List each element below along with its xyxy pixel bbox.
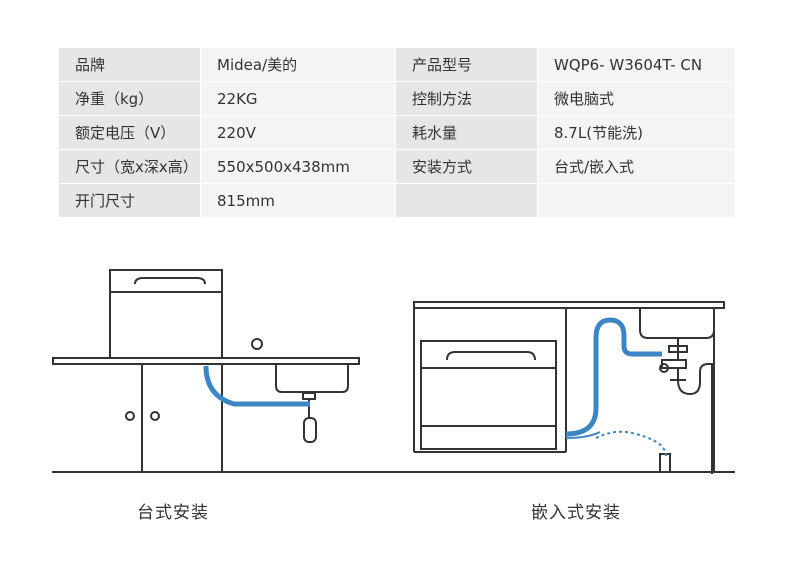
builtin-counter	[413, 301, 725, 309]
spec-label: 品牌	[59, 48, 200, 81]
caption-builtin: 嵌入式安装	[531, 503, 621, 523]
inlet-hose	[595, 430, 667, 457]
spec-label: 耗水量	[395, 116, 537, 149]
spec-label: 产品型号	[395, 48, 537, 81]
p-trap	[677, 363, 713, 474]
dishwasher-handle-builtin	[446, 351, 536, 361]
drain-hose-builtin	[565, 317, 662, 437]
spec-label: 额定电压（V）	[59, 116, 200, 149]
builtin-scene	[413, 301, 725, 474]
drain-hose-countertop	[203, 365, 310, 407]
spec-label: 安装方式	[395, 150, 537, 183]
faucet-knob	[251, 338, 263, 350]
spec-value: 220V	[200, 116, 395, 149]
spec-label: 净重（kg）	[59, 82, 200, 115]
spec-value	[537, 184, 735, 217]
sink-basin	[275, 364, 349, 393]
spec-label: 尺寸（宽x深x高）	[59, 150, 200, 183]
builtin-sink	[639, 308, 715, 339]
spec-value: 微电脑式	[537, 82, 735, 115]
spec-label	[395, 184, 537, 217]
spec-value: 8.7L(节能洗)	[537, 116, 735, 149]
spec-label: 控制方法	[395, 82, 537, 115]
spec-value: Midea/美的	[200, 48, 395, 81]
drain-trap	[303, 417, 317, 443]
spec-value: WQP6- W3604T- CN	[537, 48, 735, 81]
spec-value: 台式/嵌入式	[537, 150, 735, 183]
spec-value: 550x500x438mm	[200, 150, 395, 183]
door-knob	[125, 411, 135, 421]
dishwasher-builtin	[420, 340, 557, 450]
spec-value: 815mm	[200, 184, 395, 217]
spec-table: 品牌 Midea/美的 产品型号 WQP6- W3604T- CN 净重（kg）…	[59, 48, 735, 217]
drain-fitting	[302, 392, 316, 400]
spec-label: 开门尺寸	[59, 184, 200, 217]
door-knob	[150, 411, 160, 421]
dishwasher-countertop	[109, 269, 223, 359]
dishwasher-handle	[134, 277, 206, 285]
countertop-scene	[52, 269, 735, 473]
spec-value: 22KG	[200, 82, 395, 115]
water-valve	[659, 453, 671, 473]
caption-countertop: 台式安装	[137, 503, 209, 523]
